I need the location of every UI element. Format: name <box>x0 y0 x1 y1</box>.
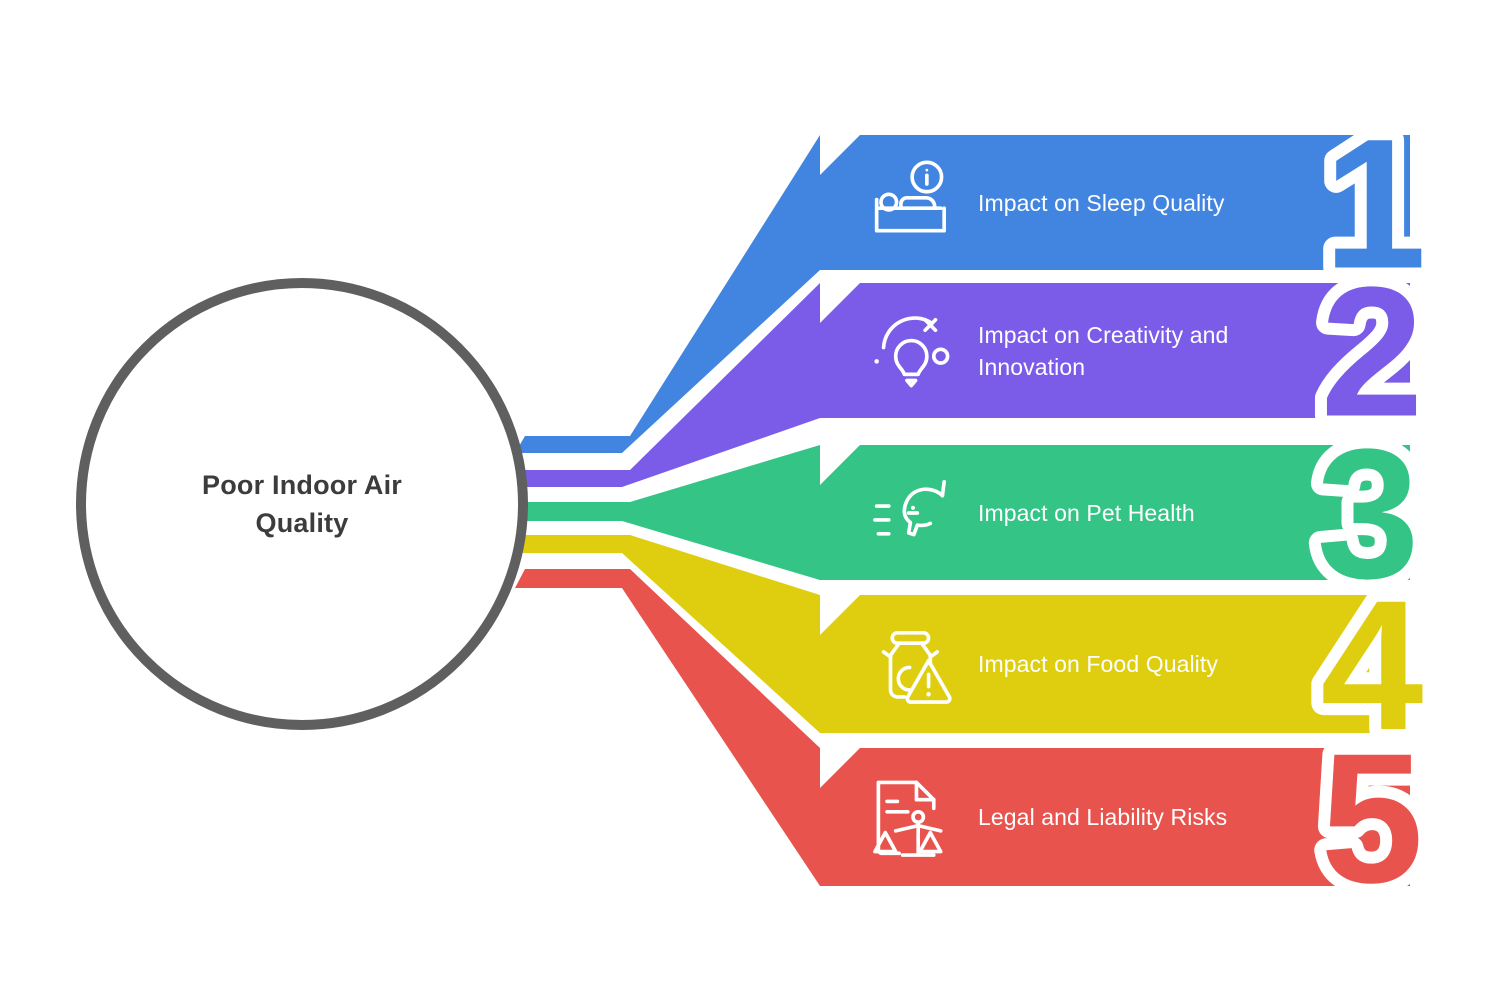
row-number-outline-2: 2 <box>1321 250 1424 456</box>
row-label-1: Impact on Sleep Quality <box>978 189 1225 216</box>
row-label-2: Impact on Creativity and Innovation <box>978 321 1229 381</box>
row-number-5: 5 <box>1321 716 1424 922</box>
row-number-4: 4 <box>1321 563 1424 769</box>
connector-ribbon-2 <box>515 283 820 487</box>
bed-info-icon <box>868 158 958 248</box>
row-label-4: Impact on Food Quality <box>978 651 1218 677</box>
flow-row-1 <box>515 135 1410 453</box>
hub-title: Poor Indoor Air Quality <box>202 469 402 538</box>
connector-ribbon-5 <box>515 569 820 886</box>
row-number-1: 1 <box>1324 102 1427 308</box>
connector-ribbon-3 <box>515 445 820 580</box>
row-number-outline-4: 4 <box>1321 563 1424 769</box>
flow-row-2 <box>515 283 1410 487</box>
row-number-3: 3 <box>1317 412 1420 618</box>
connector-ribbon-4 <box>515 535 820 733</box>
flow-row-4 <box>515 535 1410 733</box>
row-number-outline-3: 3 <box>1317 412 1420 618</box>
central-hub: Poor Indoor Air Quality <box>76 278 528 730</box>
document-scales-icon <box>868 772 958 862</box>
row-label-3: Impact on Pet Health <box>978 499 1195 526</box>
flow-row-3 <box>515 445 1410 580</box>
row-bar-2[interactable] <box>820 283 1410 418</box>
lightbulb-idea-icon <box>868 306 958 396</box>
row-bar-1[interactable] <box>820 135 1410 270</box>
flow-row-5 <box>515 569 1410 886</box>
dog-head-icon <box>868 468 958 558</box>
row-number-outline-1: 1 <box>1324 102 1427 308</box>
row-number-2: 2 <box>1321 250 1424 456</box>
row-bar-3[interactable] <box>820 445 1410 580</box>
row-number-outline-5: 5 <box>1321 716 1424 922</box>
connector-ribbon-1 <box>515 135 820 453</box>
row-bar-4[interactable] <box>820 595 1410 733</box>
food-jar-warning-icon <box>868 619 958 709</box>
row-label-5: Legal and Liability Risks <box>978 804 1228 830</box>
row-bar-5[interactable] <box>820 748 1410 886</box>
